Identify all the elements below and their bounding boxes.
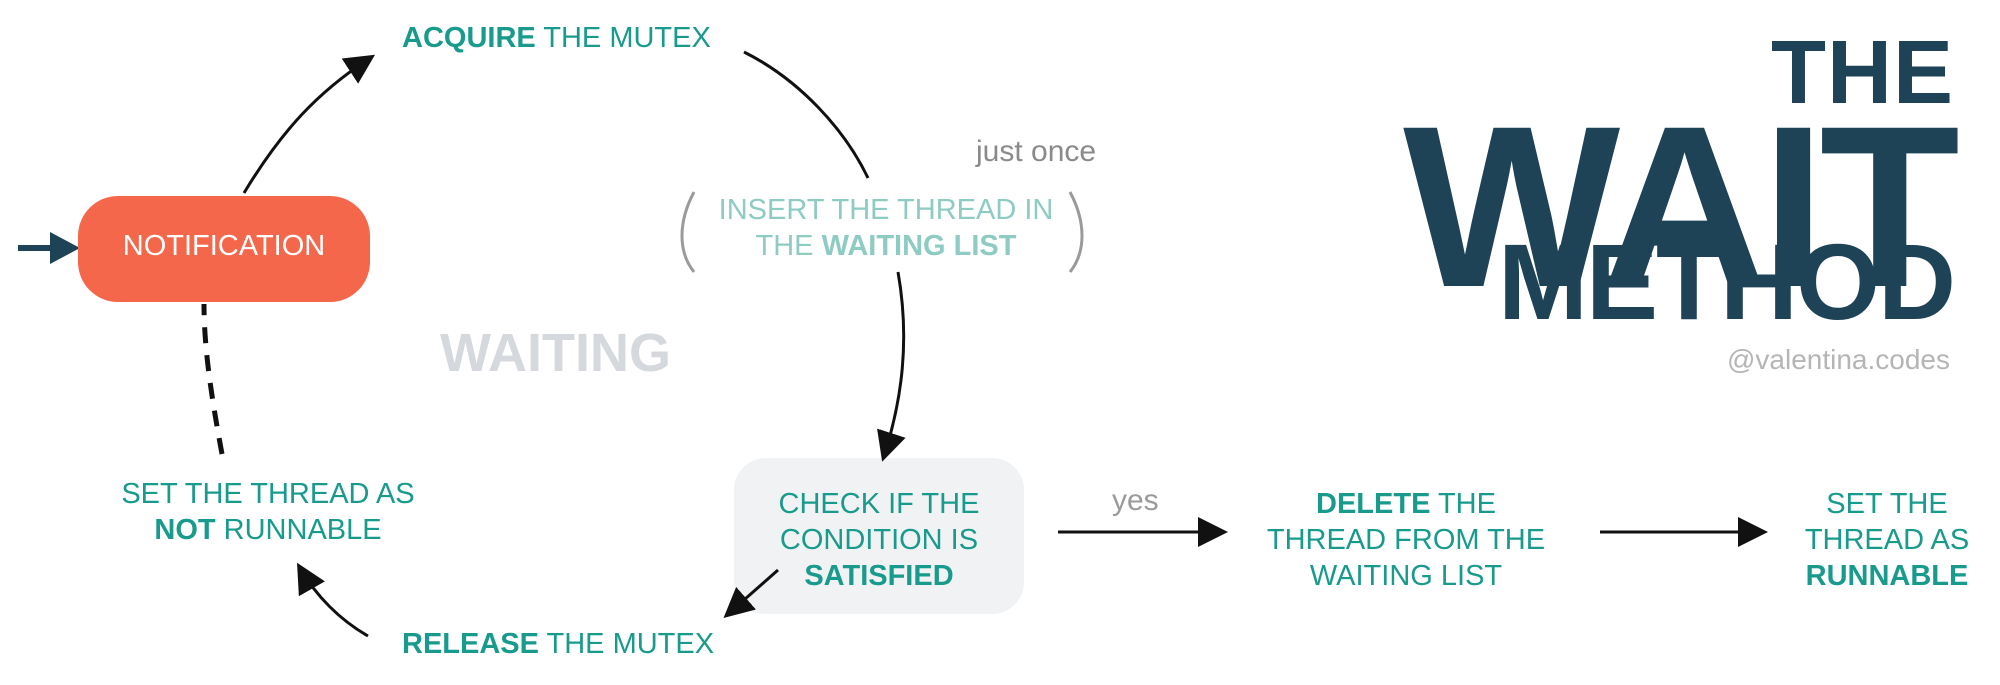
acquire-mutex-label: ACQUIRE THE MUTEX [402, 22, 711, 55]
title-method: METHOD [1498, 221, 1956, 342]
not-runnable-line1: SET THE THREAD AS [121, 478, 415, 510]
just-once-label: just once [976, 135, 1097, 168]
runnable-line2: THREAD AS [1804, 524, 1970, 556]
insert-thread-label: INSERT THE THREAD IN THE WAITING LIST [712, 192, 1060, 264]
delete-bold: DELETE [1316, 488, 1431, 520]
waiting-state-label: WAITING [440, 323, 671, 383]
not-runnable-bold: NOT [154, 514, 216, 546]
yes-label: yes [1112, 484, 1159, 517]
title-wait: WAIT [1403, 78, 1960, 335]
dashed-not-runnable-to-notification [201, 303, 225, 455]
acquire-rest: THE MUTEX [535, 22, 711, 54]
author-handle: @valentina.codes [1726, 344, 1950, 375]
insert-line1: INSERT THE THREAD IN [718, 194, 1054, 226]
right-parenthesis [1068, 191, 1084, 273]
title-the: THE [1771, 23, 1954, 123]
delete-line1: DELETE THE [1256, 486, 1556, 522]
check-line1: CHECK IF THE [778, 488, 980, 520]
insert-line2: THE WAITING LIST [712, 228, 1060, 264]
insert-pre: THE [755, 230, 822, 262]
delete-thread-label: DELETE THE THREAD FROM THE WAITING LIST [1256, 486, 1556, 594]
runnable-line1: SET THE [1826, 488, 1948, 520]
arrow-insert-to-check [877, 271, 906, 462]
delete-rest: THE [1430, 488, 1496, 520]
release-mutex-label: RELEASE THE MUTEX [402, 628, 714, 661]
not-runnable-line2: NOT RUNNABLE [108, 512, 428, 548]
not-runnable-label: SET THE THREAD AS NOT RUNNABLE [108, 476, 428, 548]
entry-arrow [18, 232, 80, 264]
check-condition-box [734, 458, 1024, 614]
release-bold: RELEASE [402, 628, 539, 660]
not-runnable-rest: RUNNABLE [215, 514, 382, 546]
arrow-notification-to-acquire [242, 54, 376, 194]
delete-line3: WAITING LIST [1309, 560, 1503, 592]
runnable-bold: RUNNABLE [1805, 560, 1969, 592]
arrow-release-to-not-runnable [297, 562, 369, 638]
notification-label: NOTIFICATION [122, 230, 326, 262]
release-rest: THE MUTEX [538, 628, 715, 660]
check-bold: SATISFIED [804, 560, 954, 592]
notification-box [78, 196, 370, 302]
insert-bold: WAITING LIST [821, 230, 1017, 262]
check-condition-label: CHECK IF THE CONDITION IS SATISFIED [734, 486, 1024, 594]
runnable-label: SET THE THREAD AS RUNNABLE [1782, 486, 1992, 594]
check-line2: CONDITION IS [779, 524, 979, 556]
delete-line2: THREAD FROM THE [1266, 524, 1546, 556]
left-parenthesis [680, 191, 696, 273]
arrow-check-to-release [723, 568, 779, 618]
acquire-bold: ACQUIRE [402, 22, 536, 54]
arrow-acquire-to-insert [743, 50, 870, 179]
